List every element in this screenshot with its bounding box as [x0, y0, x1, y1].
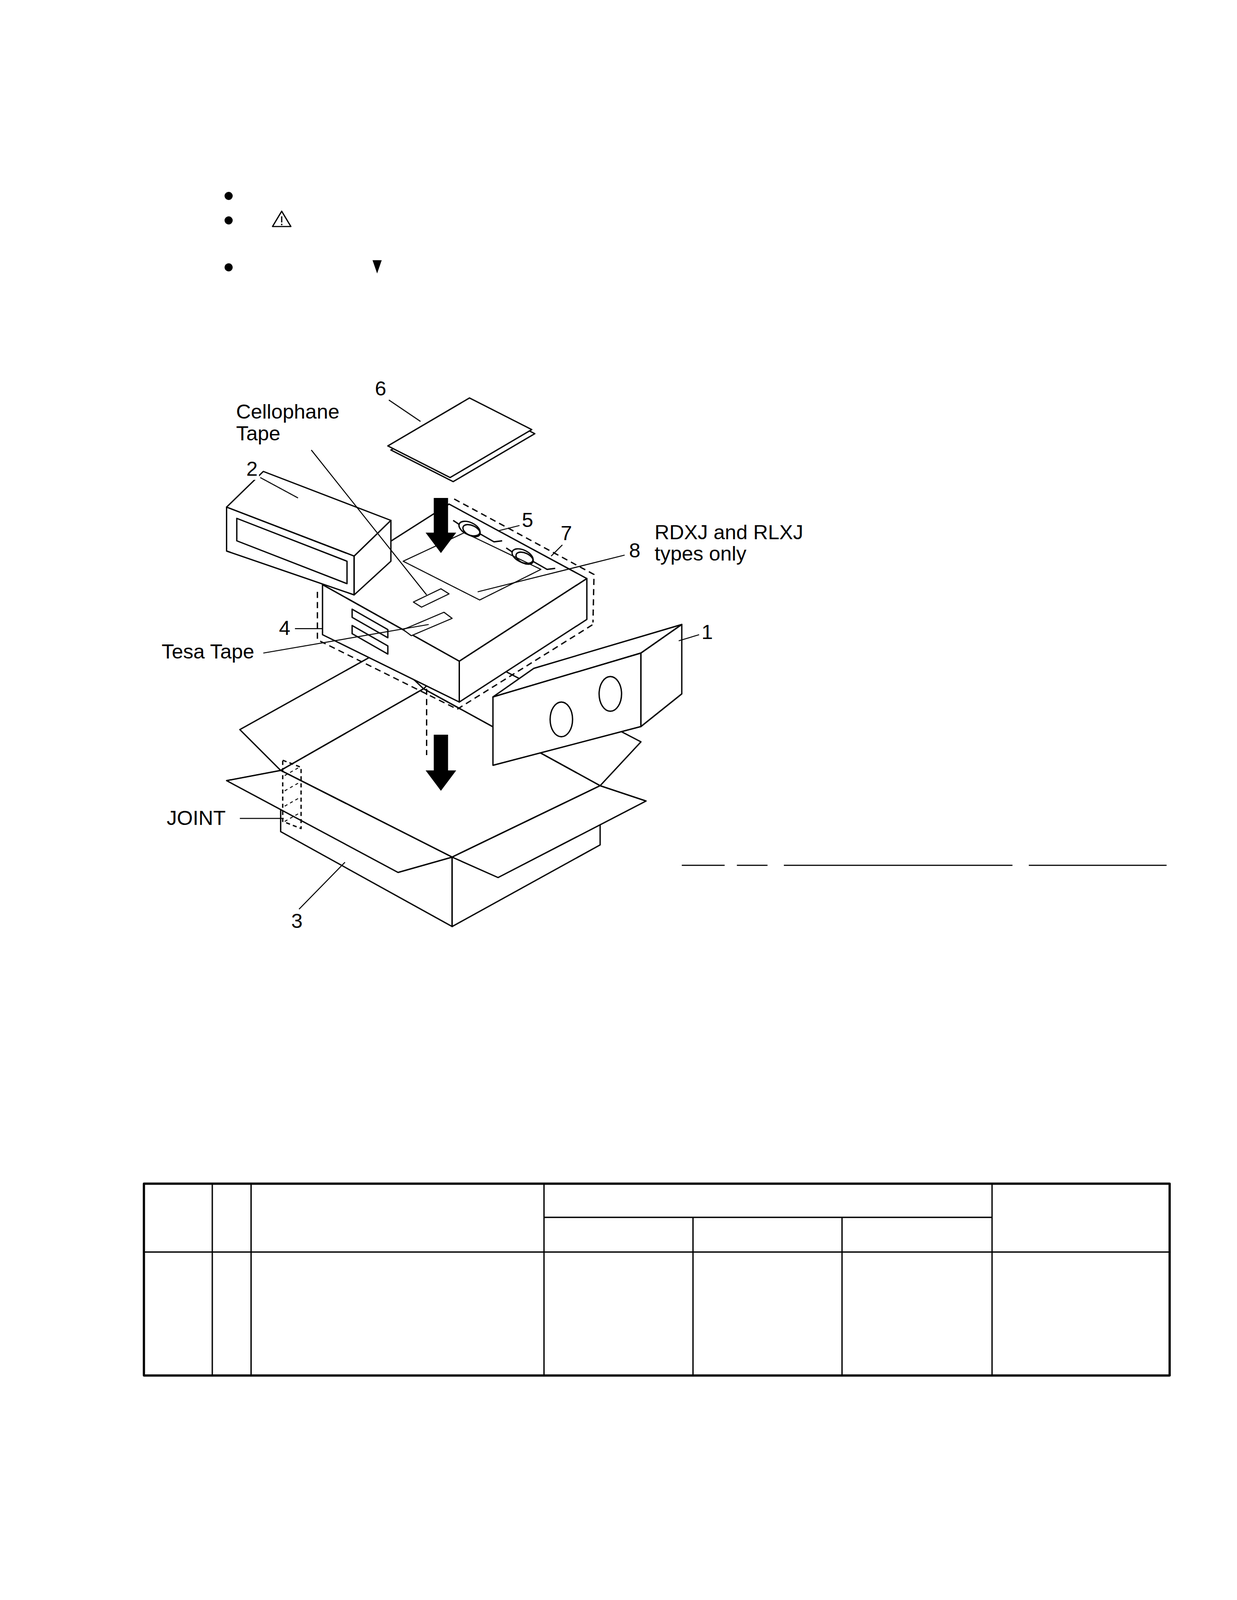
- blank-line: [681, 865, 1167, 867]
- bullet: [224, 216, 233, 225]
- warning-symbol: [272, 211, 292, 227]
- insert-arrow: [425, 498, 457, 554]
- callout-number: 7: [559, 522, 574, 544]
- spacer: [226, 471, 392, 596]
- callout-number: 2: [244, 458, 260, 480]
- carton: [226, 650, 647, 927]
- part-label: Cellophane Tape: [234, 400, 359, 445]
- leader-line: [239, 400, 700, 910]
- callout-number: 8: [627, 539, 642, 562]
- callout-number: 4: [277, 617, 292, 639]
- note-label: RDXJ and RLXJ types only: [653, 521, 825, 565]
- parts-table: [143, 1183, 1170, 1376]
- document: [387, 398, 535, 483]
- drop-line: [425, 689, 428, 756]
- marker-triangle: [372, 260, 382, 274]
- part-label: JOINT: [165, 807, 228, 829]
- callout-number: 1: [700, 621, 715, 643]
- callout-number: 5: [520, 509, 535, 531]
- insert-arrow: [425, 734, 457, 792]
- bullet: [224, 263, 233, 272]
- cord: [506, 546, 556, 570]
- bullet: [224, 191, 233, 201]
- part-label: Tesa Tape: [160, 640, 256, 663]
- callout-number: 6: [373, 377, 388, 400]
- callout-number: 3: [289, 910, 304, 932]
- cord: [453, 518, 503, 543]
- end-cap: [493, 624, 682, 766]
